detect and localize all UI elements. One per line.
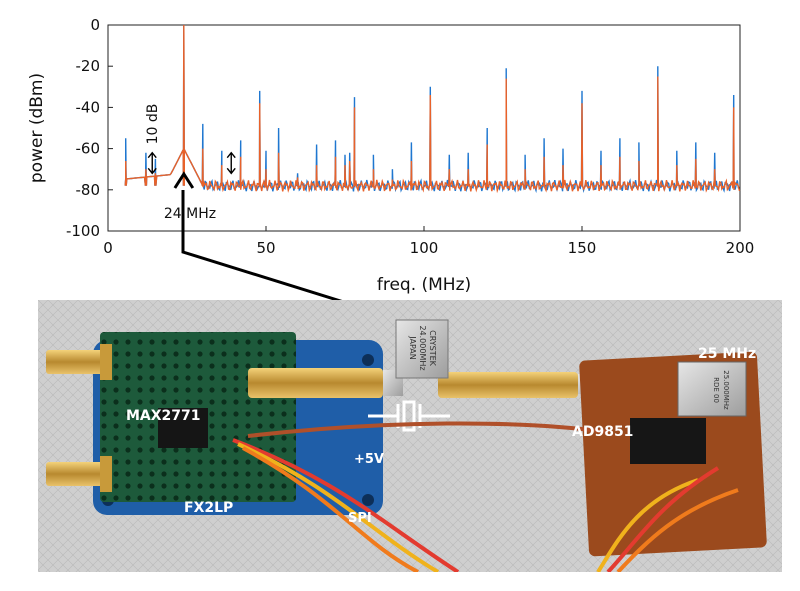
crystal-text-2: 24.000MHz xyxy=(418,325,427,370)
wire-bundle xyxy=(232,421,739,572)
crystal-text-3: JAPAN xyxy=(408,335,417,359)
oscillator-25mhz: 25.000MHz RDE 00 xyxy=(677,361,747,417)
label-ad9851: AD9851 xyxy=(572,424,633,440)
x-tick-label: 100 xyxy=(410,239,439,257)
spectrum-chart: 0 50 100 150 200 0 -20 -40 -60 -80 -100 freq. (MHz… xyxy=(27,16,754,295)
y-tick-label: -40 xyxy=(76,98,101,116)
step-arrow-left xyxy=(147,151,157,175)
osc-text-2: RDE 00 xyxy=(712,377,720,403)
x-tick-label: 200 xyxy=(726,239,755,257)
label-25mhz: 25 MHz xyxy=(698,346,756,362)
step-label: 10 dB xyxy=(145,104,161,145)
axis-ticks: 0 50 100 150 200 0 -20 -40 -60 -80 -100 xyxy=(66,16,754,257)
y-tick-label: -100 xyxy=(66,222,100,240)
y-tick-label: -80 xyxy=(76,181,101,199)
x-tick-label: 150 xyxy=(568,239,597,257)
series-line-orange xyxy=(124,24,741,194)
y-tick-label: -20 xyxy=(76,57,101,75)
arrow-head-up xyxy=(226,151,236,159)
sma-connector-bottom xyxy=(46,456,112,492)
y-tick-label: 0 xyxy=(90,16,100,34)
arrow-head-down xyxy=(226,167,236,175)
max2771-chip xyxy=(158,408,208,448)
hardware-photo: CRYSTEK 24.000MHz JAPAN 25.000MHz RDE 00 xyxy=(38,300,782,572)
carrier-arrow-head xyxy=(173,171,195,189)
step-arrow-right xyxy=(226,151,236,175)
osc-text-1: 25.000MHz xyxy=(722,370,730,410)
label-spi: SPI xyxy=(348,511,372,526)
crystal-24mhz: CRYSTEK 24.000MHz JAPAN xyxy=(395,319,449,379)
carrier-label: 24 MHz xyxy=(164,206,216,222)
sma-connector-top xyxy=(46,344,112,380)
x-axis-label: freq. (MHz) xyxy=(377,275,471,295)
arrow-head-down xyxy=(147,167,157,175)
label-fx2lp: FX2LP xyxy=(184,500,233,516)
x-tick-label: 0 xyxy=(103,239,113,257)
label-max2771: MAX2771 xyxy=(126,408,201,424)
y-tick-label: -60 xyxy=(76,140,101,158)
crystal-text-1: CRYSTEK xyxy=(428,330,437,367)
x-tick-label: 50 xyxy=(256,239,275,257)
label-5v: +5V xyxy=(354,452,384,467)
carrier-arrow-head-path xyxy=(173,171,195,189)
series-layer xyxy=(124,24,741,194)
y-axis-label: power (dBm) xyxy=(27,73,47,183)
arrow-head-up xyxy=(147,151,157,159)
